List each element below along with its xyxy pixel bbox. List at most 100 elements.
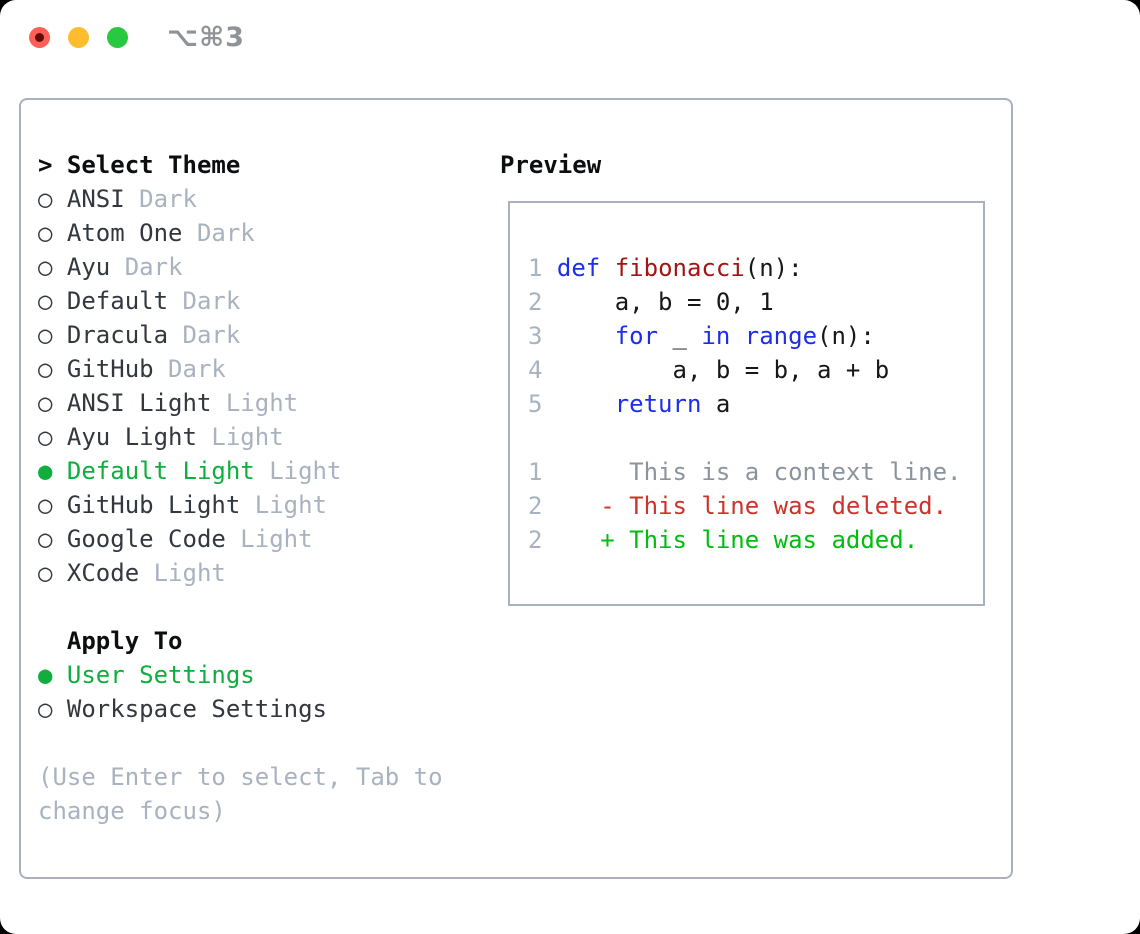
radio-icon: ○ [38, 321, 67, 349]
apply-to-header: Apply To [38, 624, 443, 658]
theme-option-atom-one[interactable]: ○ Atom One Dark [38, 216, 443, 250]
code-segment: a, b = b, a + b [556, 356, 890, 384]
theme-list-header: > Select Theme [38, 148, 443, 182]
theme-option-google-code[interactable]: ○ Google Code Light [38, 522, 443, 556]
theme-option-default[interactable]: ○ Default Dark [38, 284, 443, 318]
radio-icon: ○ [38, 491, 67, 519]
code-segment: _ [658, 322, 702, 350]
radio-icon: ○ [38, 525, 67, 553]
theme-variant-label: Light [225, 525, 313, 553]
radio-icon: ○ [38, 253, 67, 281]
theme-variant-label: Light [196, 423, 284, 451]
code-segment: This is a context line. [556, 458, 962, 486]
theme-option-label: GitHub Light [66, 491, 241, 519]
code-segment: + This line was added. [556, 526, 919, 554]
theme-picker: > Select Theme○ ANSI Dark○ Atom One Dark… [38, 148, 443, 828]
theme-variant-label: Dark [153, 355, 226, 383]
theme-option-label: Ayu Light [66, 423, 197, 451]
apply-option-workspace-settings[interactable]: ○ Workspace Settings [38, 692, 443, 726]
theme-variant-label: Light [139, 559, 226, 587]
theme-option-label: Default Light [66, 457, 255, 485]
diff-deleted-line: 2 - This line was deleted. [528, 489, 983, 523]
radio-icon: ○ [38, 423, 67, 451]
theme-option-label: GitHub [66, 355, 154, 383]
line-number: 1 [528, 254, 557, 282]
theme-variant-label: Dark [168, 287, 241, 315]
line-number: 2 [528, 492, 557, 520]
theme-option-label: Ayu [66, 253, 111, 281]
code-line: 4 a, b = b, a + b [528, 353, 983, 387]
code-segment: def [556, 254, 601, 282]
apply-option-label: Workspace Settings [66, 695, 327, 723]
radio-icon: ○ [38, 219, 67, 247]
code-segment: fibonacci [614, 254, 745, 282]
theme-option-ansi-light[interactable]: ○ ANSI Light Light [38, 386, 443, 420]
theme-variant-label: Dark [168, 321, 241, 349]
code-segment: a [701, 390, 731, 418]
code-segment: range [744, 322, 818, 350]
radio-icon: ○ [38, 559, 67, 587]
radio-selected-icon: ● [38, 661, 67, 689]
radio-icon: ○ [38, 185, 67, 213]
theme-variant-label: Dark [110, 253, 183, 281]
code-segment: for [614, 322, 659, 350]
code-line: 1 def fibonacci(n): [528, 251, 983, 285]
theme-option-dracula[interactable]: ○ Dracula Dark [38, 318, 443, 352]
theme-option-xcode[interactable]: ○ XCode Light [38, 556, 443, 590]
theme-option-default-light[interactable]: ● Default Light Light [38, 454, 443, 488]
keyboard-shortcut-label: ⌥⌘3 [167, 22, 245, 53]
radio-icon: ○ [38, 355, 67, 383]
code-segment [557, 322, 615, 350]
code-segment: (n): [744, 254, 803, 282]
diff-added-line: 2 + This line was added. [528, 523, 983, 557]
theme-option-label: Google Code [66, 525, 226, 553]
code-segment: - This line was deleted. [556, 492, 948, 520]
theme-variant-label: Light [240, 491, 327, 519]
radio-icon: ○ [38, 389, 67, 417]
hint-line: change focus) [38, 794, 443, 828]
theme-option-ansi[interactable]: ○ ANSI Dark [38, 182, 443, 216]
selection-caret-icon: > [38, 151, 67, 179]
minimize-button[interactable] [68, 27, 89, 48]
hint-text: change focus) [38, 797, 226, 825]
theme-variant-label: Light [211, 389, 299, 417]
theme-option-label: ANSI [66, 185, 125, 213]
apply-option-user-settings[interactable]: ● User Settings [38, 658, 443, 692]
theme-option-label: Atom One [66, 219, 183, 247]
code-segment: a, b = 0, 1 [556, 288, 774, 316]
radio-icon: ○ [38, 287, 67, 315]
diff-context-line: 1 This is a context line. [528, 455, 983, 489]
theme-option-github-light[interactable]: ○ GitHub Light Light [38, 488, 443, 522]
theme-option-label: Default [66, 287, 169, 315]
line-number: 2 [528, 526, 557, 554]
theme-variant-label: Dark [124, 185, 197, 213]
code-line: 5 return a [528, 387, 983, 421]
theme-option-label: ANSI Light [66, 389, 212, 417]
radio-selected-icon: ● [38, 457, 67, 485]
theme-option-ayu-light[interactable]: ○ Ayu Light Light [38, 420, 443, 454]
close-button[interactable] [29, 27, 50, 48]
zoom-button[interactable] [107, 27, 128, 48]
radio-icon: ○ [38, 695, 67, 723]
theme-variant-label: Light [254, 457, 342, 485]
theme-variant-label: Dark [182, 219, 255, 247]
code-line: 2 a, b = 0, 1 [528, 285, 983, 319]
line-number: 3 [528, 322, 557, 350]
line-number: 2 [528, 288, 557, 316]
preview-title: Preview [500, 151, 602, 179]
code-segment: (n): [817, 322, 875, 350]
line-number [528, 424, 557, 452]
theme-list-title: Select Theme [66, 151, 241, 179]
theme-option-ayu[interactable]: ○ Ayu Dark [38, 250, 443, 284]
theme-option-label: Dracula [66, 321, 169, 349]
main-panel: > Select Theme○ ANSI Dark○ Atom One Dark… [19, 98, 1013, 879]
line-number: 5 [528, 390, 557, 418]
hint-text: (Use Enter to select, Tab to [38, 763, 443, 791]
theme-option-github[interactable]: ○ GitHub Dark [38, 352, 443, 386]
code-line: 3 for _ in range(n): [528, 319, 983, 353]
spacer [38, 590, 443, 624]
code-segment [730, 322, 744, 350]
code-segment: return [614, 390, 702, 418]
